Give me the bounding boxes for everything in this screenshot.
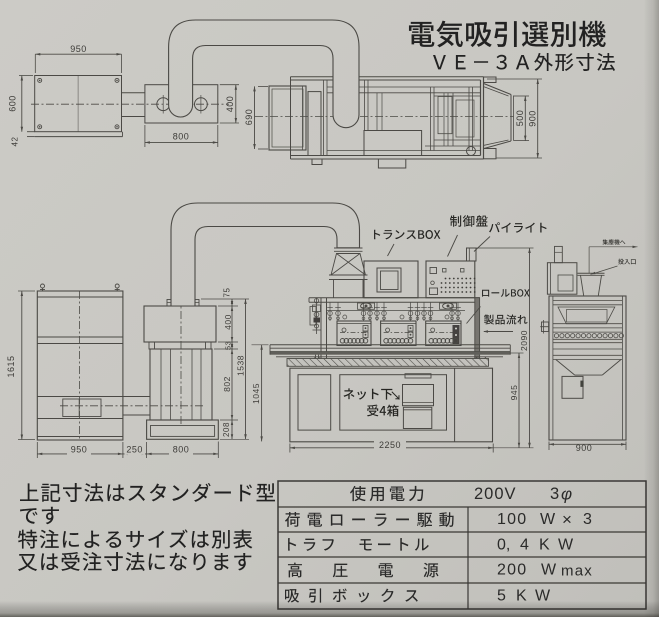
svg-text:400: 400 bbox=[225, 96, 235, 113]
svg-text:0,: 0, bbox=[497, 537, 510, 554]
svg-text:5: 5 bbox=[497, 588, 506, 605]
svg-text:600: 600 bbox=[7, 95, 17, 112]
svg-text:800: 800 bbox=[173, 444, 190, 454]
svg-text:1615: 1615 bbox=[6, 355, 16, 377]
svg-text:4: 4 bbox=[520, 537, 529, 554]
svg-text:75: 75 bbox=[223, 288, 232, 298]
svg-text:2090: 2090 bbox=[519, 330, 529, 351]
svg-text:K: K bbox=[516, 588, 527, 605]
svg-text:max: max bbox=[561, 562, 593, 579]
svg-text:1538: 1538 bbox=[235, 355, 245, 376]
svg-text:W: W bbox=[535, 588, 551, 605]
svg-text:400: 400 bbox=[223, 314, 233, 330]
svg-text:100: 100 bbox=[497, 511, 527, 528]
svg-text:200V: 200V bbox=[474, 485, 517, 503]
svg-text:500: 500 bbox=[515, 110, 525, 127]
svg-text:1045: 1045 bbox=[251, 383, 261, 404]
svg-text:208: 208 bbox=[222, 422, 231, 437]
svg-text:950: 950 bbox=[71, 444, 88, 454]
svg-text:250: 250 bbox=[126, 444, 143, 454]
svg-text:800: 800 bbox=[173, 132, 190, 142]
svg-text:W: W bbox=[540, 511, 556, 528]
svg-text:42: 42 bbox=[11, 137, 20, 147]
svg-text:950: 950 bbox=[70, 44, 87, 54]
svg-text:W: W bbox=[541, 562, 557, 579]
svg-text:53: 53 bbox=[223, 341, 232, 350]
svg-text:3: 3 bbox=[583, 511, 592, 528]
svg-text:φ: φ bbox=[561, 484, 572, 503]
svg-text:900: 900 bbox=[576, 443, 593, 453]
svg-text:W: W bbox=[558, 537, 574, 554]
svg-text:200: 200 bbox=[497, 562, 527, 579]
svg-text:690: 690 bbox=[244, 109, 254, 126]
svg-text:945: 945 bbox=[509, 385, 519, 401]
svg-text:900: 900 bbox=[527, 110, 537, 127]
svg-text:802: 802 bbox=[222, 376, 232, 392]
svg-text:3: 3 bbox=[550, 485, 559, 503]
svg-text:2250: 2250 bbox=[379, 440, 401, 450]
svg-text:×: × bbox=[562, 510, 572, 529]
svg-text:K: K bbox=[539, 537, 550, 554]
